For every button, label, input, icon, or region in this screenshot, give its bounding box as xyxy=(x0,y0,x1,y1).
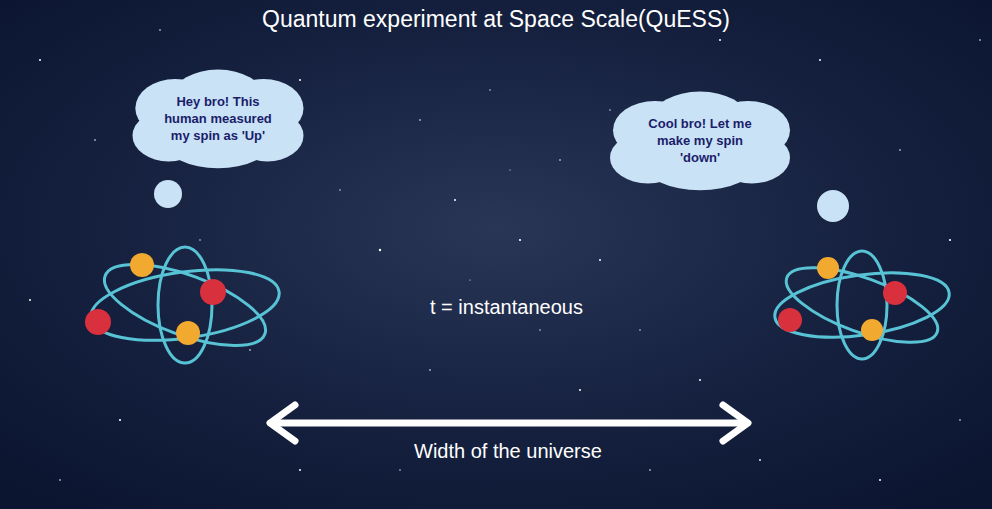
speech-text: Cool bro! Let me make my spin 'down' xyxy=(636,115,764,166)
atom-right xyxy=(771,251,954,359)
atom-left xyxy=(85,247,284,363)
thought-bubble-dot xyxy=(154,180,182,208)
diagram-title: Quantum experiment at Space Scale(QuESS) xyxy=(0,6,992,33)
thought-cloud: Hey bro! This human measured my spin as … xyxy=(123,67,313,170)
thought-cloud: Cool bro! Let me make my spin 'down' xyxy=(600,89,800,192)
double-arrow xyxy=(270,405,748,441)
time-label: t = instantaneous xyxy=(430,296,583,319)
thought-bubble-dot xyxy=(817,190,849,222)
stars xyxy=(29,29,981,481)
speech-text: Hey bro! This human measured my spin as … xyxy=(159,93,277,144)
distance-label: Width of the universe xyxy=(414,440,602,463)
